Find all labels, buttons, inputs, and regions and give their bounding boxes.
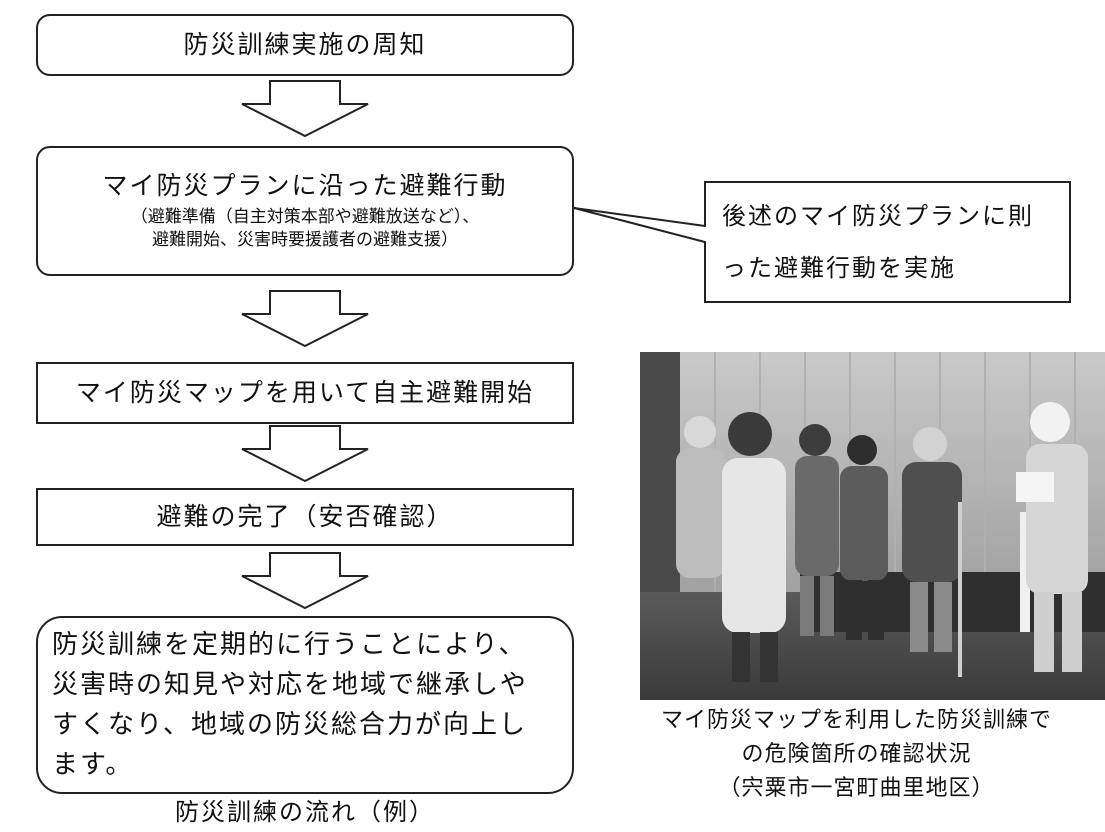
- flow-result: 防災訓練を定期的に行うことにより、 災害時の知見や対応を地域で継承しや すくなり…: [36, 616, 574, 794]
- flow-result-line-1: 防災訓練を定期的に行うことにより、: [52, 630, 527, 660]
- photo-caption-line-3: （宍粟市一宮町曲里地区）: [718, 776, 995, 801]
- down-arrow-3: [241, 425, 369, 483]
- down-arrow-4: [241, 552, 369, 610]
- photo-caption: マイ防災マップを利用した防災訓練で の危険箇所の確認状況 （宍粟市一宮町曲里地区…: [608, 704, 1105, 806]
- flow-step-evacuation-detail-1: （避難準備（自主対策本部や避難放送など）、: [130, 206, 480, 227]
- flow-step-notice-label: 防災訓練実施の周知: [183, 30, 427, 60]
- flow-result-line-3: すくなり、地域の防災総合力が向上し: [52, 710, 527, 740]
- photo-caption-line-1: マイ防災マップを利用した防災訓練で: [660, 708, 1052, 733]
- flow-caption: 防災訓練の流れ（例）: [175, 798, 435, 826]
- callout-line-1: 後述のマイ防災プランに則: [722, 202, 1034, 230]
- down-arrow-2: [241, 290, 369, 348]
- flow-step-evacuation-title: マイ防災プランに沿った避難行動: [102, 171, 508, 201]
- callout-text: 後述のマイ防災プランに則 った避難行動を実施: [722, 190, 1067, 294]
- callout-line-2: った避難行動を実施: [722, 254, 956, 282]
- flow-step-evacuation-complete: 避難の完了（安否確認）: [36, 488, 574, 546]
- flow-result-line-4: ます。: [52, 750, 134, 780]
- down-arrow-1: [241, 80, 369, 138]
- flow-step-evacuation-action: マイ防災プランに沿った避難行動 （避難準備（自主対策本部や避難放送など）、 避難…: [36, 146, 574, 276]
- flow-step-evacuation-complete-label: 避難の完了（安否確認）: [156, 502, 454, 532]
- training-photo-image: [640, 352, 1105, 700]
- flow-step-self-evacuation-label: マイ防災マップを用いて自主避難開始: [75, 378, 535, 408]
- photo-caption-line-2: の危険箇所の確認状況: [741, 742, 972, 767]
- flow-result-line-2: 災害時の知見や対応を地域で継承しや: [52, 670, 528, 700]
- flow-step-evacuation-detail-2: 避難開始、災害時要援護者の避難支援）: [152, 229, 458, 250]
- flow-step-notice: 防災訓練実施の周知: [36, 14, 574, 76]
- training-photo: [640, 352, 1105, 700]
- flow-step-self-evacuation: マイ防災マップを用いて自主避難開始: [36, 362, 574, 424]
